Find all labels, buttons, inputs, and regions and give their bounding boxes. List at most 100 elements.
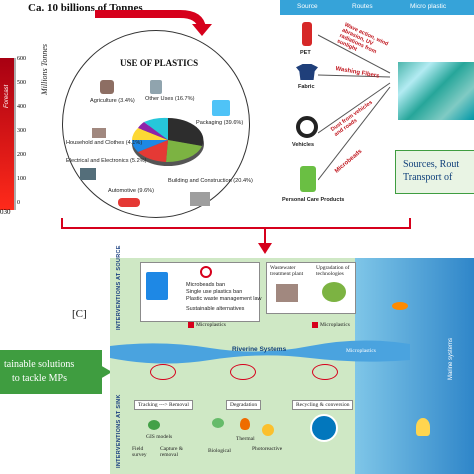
route-arrow <box>318 82 391 134</box>
connector-arrows <box>61 10 411 254</box>
tick-label: 200 <box>17 152 26 158</box>
pie-slice-building <box>166 140 202 163</box>
policy-item: Microbeads ban <box>186 282 226 288</box>
pie-slice-automotive <box>138 140 168 162</box>
segment-label: Building and Construction (20.4%) <box>168 178 253 184</box>
solutions-line2: to tackle MPs <box>12 373 67 384</box>
household-icon <box>92 128 106 138</box>
route-arrow <box>318 34 391 74</box>
segment-label: Agriculture (3.4%) <box>90 98 135 104</box>
microplastic-marker-icon <box>312 322 318 328</box>
car-icon <box>118 198 140 207</box>
fish-icon <box>392 302 408 310</box>
segment-label: Household and Clothes (4.1%) <box>66 140 143 146</box>
riverine-label: Riverine Systems <box>232 346 287 353</box>
recycling-label: Recycling & conversion <box>292 400 354 410</box>
year-label: 030 <box>0 208 11 216</box>
tick-label: 400 <box>17 104 26 110</box>
method-label: Photoreactive <box>252 446 283 452</box>
source-label: PET <box>300 50 311 56</box>
panel-label-c: [C] <box>72 308 87 320</box>
curved-arrow-shaft <box>95 10 206 29</box>
tick-label: 0 <box>17 200 20 206</box>
sources-routes-line1: Sources, Rout <box>403 159 460 170</box>
solutions-arrow-head <box>100 365 112 379</box>
pie-slice-electrical <box>132 140 168 152</box>
river-shape <box>110 340 410 364</box>
microplastics-label: Microplastics <box>196 322 226 328</box>
use-of-plastics-title: USE OF PLASTICS <box>120 58 199 68</box>
segment-label: Packaging (39.6%) <box>196 120 244 126</box>
policy-item: Single use plastics ban <box>186 289 243 295</box>
tick-label: 500 <box>17 80 26 86</box>
down-arrow-head <box>258 243 272 254</box>
production-chart <box>0 0 62 215</box>
jellyfish-icon <box>416 418 430 436</box>
method-label: GIS models <box>146 434 173 440</box>
method-label: Biological <box>208 448 231 454</box>
pie-chart <box>132 117 204 166</box>
policy-item: Sustainable alternatives <box>186 306 245 312</box>
solutions-text: tainable solutions to tackle MPs <box>4 358 74 386</box>
interventions-source-label: INTERVENTIONS AT SOURCE <box>116 245 122 330</box>
tracking-label: Tracking ---> Removal <box>134 400 193 410</box>
bracket-line <box>61 218 411 229</box>
pie-slice-household <box>132 128 168 140</box>
source-label: Fabric <box>298 84 315 90</box>
ban-icon <box>200 266 212 278</box>
route-arrows <box>318 34 391 181</box>
method-label: Capture & removal <box>160 446 184 458</box>
packaging-icon <box>212 100 230 116</box>
method-label: Thermal <box>236 436 255 442</box>
policy-item: Plastic waste management law <box>186 296 262 302</box>
degradation-circle <box>230 364 256 380</box>
treatment-plant-icon <box>276 284 298 302</box>
bottle-icon <box>150 80 162 94</box>
method-label: Field survey <box>132 446 147 458</box>
microplastics-photo <box>398 62 474 120</box>
soap-bottle-icon <box>300 166 316 192</box>
microplastics-label: Microplastics <box>346 348 376 354</box>
curved-arrow-head <box>192 24 212 36</box>
route-arrow <box>318 86 391 181</box>
segment-label: Electrical and Electronics (5.2%) <box>66 158 147 164</box>
sources-routes-line2: Transport of <box>403 172 453 183</box>
recycling-circle <box>312 364 338 380</box>
pie-slice-packaging <box>168 118 204 146</box>
interventions-sink-label: INTERVENTIONS AT SINK <box>116 394 122 468</box>
tractor-icon <box>100 80 114 94</box>
route-arrow <box>318 74 391 78</box>
marine-area <box>355 258 474 474</box>
tick-label: 600 <box>17 56 26 62</box>
electronics-icon <box>80 168 96 180</box>
solutions-arrow <box>100 365 112 379</box>
river-band <box>110 340 410 364</box>
header-routes: Routes <box>352 3 373 10</box>
solutions-box <box>0 350 102 394</box>
pie-slice-agriculture <box>138 122 168 140</box>
shirt-icon <box>296 64 318 80</box>
production-chart-svg <box>0 58 16 210</box>
upgradation-label: Upgradation of technologies <box>316 265 350 277</box>
recycle-icon <box>310 414 338 442</box>
source-label: Personal Care Products <box>282 197 345 203</box>
header-source: Source <box>297 3 318 10</box>
segment-label: Automotive (9.6%) <box>108 188 155 194</box>
biological-icon <box>212 418 224 428</box>
pet-bottle-icon <box>302 22 312 46</box>
tracking-circle <box>150 364 176 380</box>
segment-label: Other Uses (16.7%) <box>145 96 195 102</box>
sun-icon <box>262 424 274 436</box>
source-label: Vehicles <box>292 142 315 148</box>
tire-icon <box>296 116 318 138</box>
degradation-label: Degradation <box>226 400 262 410</box>
sources-routes-box <box>395 150 474 194</box>
sources-routes-text: Sources, Rout Transport of <box>403 158 459 184</box>
flame-icon <box>240 418 250 430</box>
turtle-icon <box>322 282 346 302</box>
tick-label: 300 <box>17 128 26 134</box>
pie-slice-other <box>144 117 168 140</box>
solutions-line1: tainable solutions <box>4 359 75 370</box>
microplastic-marker-icon <box>188 322 194 328</box>
sources-header-bar <box>280 0 474 15</box>
